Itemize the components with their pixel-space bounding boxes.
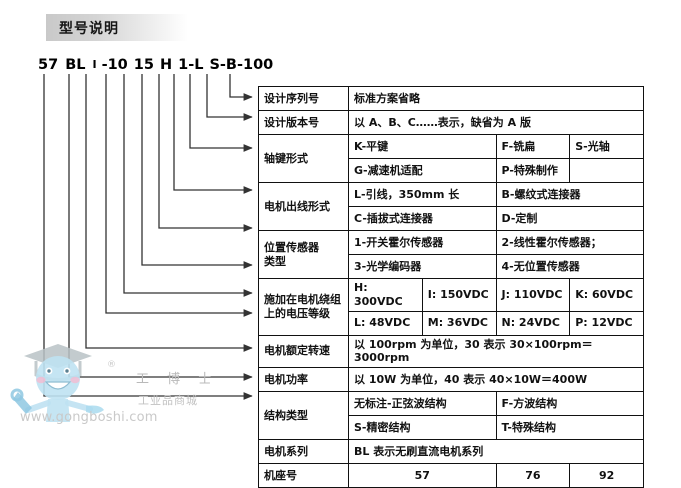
row-value: 76 — [495, 463, 571, 488]
row-label: 轴键形式 — [258, 134, 349, 183]
table-row: 设计版本号以 A、B、C……表示，缺省为 A 版 — [258, 110, 644, 135]
row-value: I: 150VDC — [421, 278, 497, 312]
row-value: C-插拔式连接器 — [348, 206, 497, 231]
table-row: 设计序列号标准方案省略 — [258, 86, 644, 111]
code-segment-speed: 15 — [133, 57, 154, 73]
code-segment-sensor-lead: 1-L — [178, 57, 204, 73]
row-value: H: 300VDC — [348, 278, 423, 312]
row-value: D-定制 — [495, 206, 644, 231]
page-title: 型号说明 — [59, 20, 119, 37]
row-value: B-螺纹式连接器 — [495, 182, 644, 207]
row-label: 电机出线形式 — [258, 182, 349, 231]
row-label: 机座号 — [258, 463, 349, 488]
row-label: 电机系列 — [258, 439, 349, 464]
table-row: 电机额定转速以 100rpm 为单位，30 表示 30×100rpm＝3000r… — [258, 334, 644, 368]
code-segment-shaft-version-serial: S-B-100 — [209, 57, 274, 73]
row-value: F-铣扁 — [495, 134, 571, 159]
code-segment-power: -10 — [101, 57, 128, 73]
row-value: J: 110VDC — [495, 278, 571, 312]
row-label: 电机功率 — [258, 367, 349, 392]
row-value: T-特殊结构 — [495, 415, 644, 440]
row-value: N: 24VDC — [495, 310, 571, 336]
model-code: 57 BL I -10 15 H 1-L S-B-100 — [38, 57, 273, 74]
row-value: 以 10W 为单位，40 表示 40×10W＝400W — [348, 367, 644, 392]
row-value: S-光轴 — [569, 134, 644, 159]
row-value: 57 — [348, 463, 497, 488]
row-value: 标准方案省略 — [348, 86, 644, 111]
row-value: K: 60VDC — [569, 278, 644, 312]
section-title-bar: 型号说明 — [46, 14, 188, 41]
row-value: G-减速机适配 — [348, 158, 497, 183]
row-value: 4-无位置传感器 — [495, 254, 644, 279]
row-value: L: 48VDC — [348, 310, 423, 336]
row-value: 2-线性霍尔传感器； — [495, 230, 644, 255]
code-segment-voltage: H — [159, 57, 173, 73]
row-value: 以 100rpm 为单位，30 表示 30×100rpm＝3000rpm — [348, 334, 644, 368]
row-label: 设计版本号 — [258, 110, 349, 135]
code-segment-structure: I — [92, 58, 97, 71]
code-segment-series: BL — [65, 57, 86, 73]
row-label: 结构类型 — [258, 391, 349, 440]
row-value: 92 — [569, 463, 644, 488]
row-value: 无标注-正弦波结构 — [348, 391, 497, 416]
row-value: F-方波结构 — [495, 391, 644, 416]
row-label: 电机额定转速 — [258, 334, 349, 368]
row-label: 位置传感器类型 — [258, 230, 349, 279]
row-label: 设计序列号 — [258, 86, 349, 111]
row-value: S-精密结构 — [348, 415, 497, 440]
code-segment-frame: 57 — [38, 57, 59, 73]
diagram-root: 型号说明 57 BL I -10 15 H 1-L S-B-100 — [10, 14, 644, 488]
row-value: BL 表示无刷直流电机系列 — [348, 439, 644, 464]
row-label: 施加在电机绕组上的电压等级 — [258, 278, 349, 336]
row-value: P: 12VDC — [569, 310, 644, 336]
row-value: M: 36VDC — [421, 310, 497, 336]
row-value: P-特殊制作 — [495, 158, 571, 183]
row-value: L-引线，350mm 长 — [348, 182, 497, 207]
table-row: 电机功率以 10W 为单位，40 表示 40×10W＝400W — [258, 367, 644, 392]
row-value: 1-开关霍尔传感器 — [348, 230, 497, 255]
row-value: 3-光学编码器 — [348, 254, 497, 279]
row-value: 以 A、B、C……表示，缺省为 A 版 — [348, 110, 644, 135]
row-value — [569, 158, 644, 183]
row-value: K-平键 — [348, 134, 497, 159]
